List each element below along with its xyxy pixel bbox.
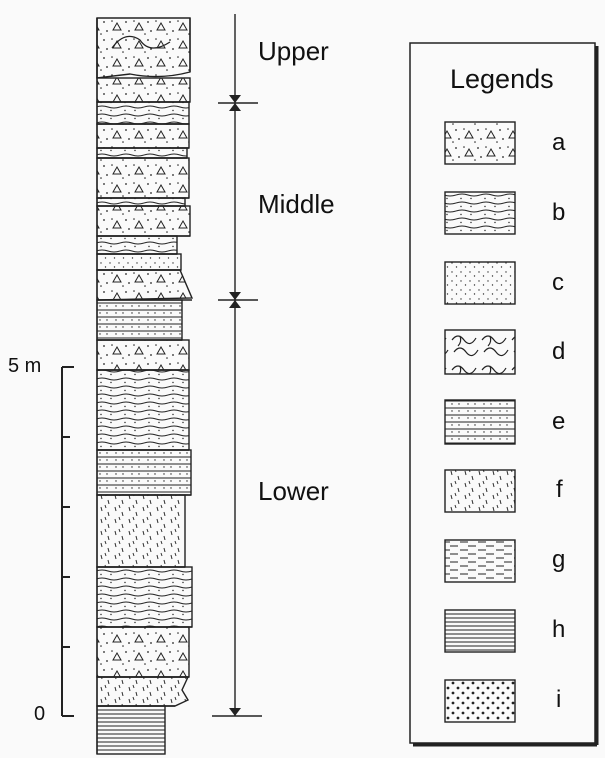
stratigraphic-column — [96, 17, 194, 755]
legend-swatch-g — [444, 539, 516, 583]
legend-key-a: a — [552, 129, 566, 156]
bed-lower-5 — [96, 494, 186, 568]
bed-lower-7 — [96, 626, 190, 678]
unit-arrowheads — [229, 95, 241, 716]
bed-top-breccia — [96, 17, 191, 79]
bed-middle-1 — [96, 101, 190, 125]
legend-key-c: c — [552, 269, 564, 296]
legend-key-g: g — [552, 546, 566, 573]
bed-middle-3 — [96, 147, 188, 159]
bed-upper-2 — [96, 77, 191, 103]
bed-middle-9 — [96, 269, 194, 301]
legend-swatches — [444, 121, 516, 723]
bed-middle-6 — [96, 205, 191, 237]
legend-swatch-a — [444, 121, 516, 165]
unit-label-middle: Middle — [258, 189, 335, 219]
bed-lower-1 — [96, 299, 183, 341]
legend-swatch-c — [444, 261, 516, 305]
legend-swatch-f — [444, 469, 516, 513]
arrow-middle-down — [229, 292, 241, 300]
legend-swatch-i — [444, 679, 516, 723]
bed-lower-2 — [96, 339, 190, 371]
arrow-middle-up — [229, 103, 241, 111]
legend-key-i: i — [556, 686, 562, 713]
bed-middle-4 — [96, 157, 190, 199]
legend-box — [409, 42, 599, 747]
scale-label-0: 0 — [34, 703, 46, 725]
bed-lower-8 — [96, 676, 190, 707]
legend-swatch-b — [444, 191, 516, 235]
unit-label-upper: Upper — [258, 36, 329, 66]
arrow-lower-up — [229, 300, 241, 308]
bed-middle-2 — [96, 123, 190, 149]
legend-key-e: e — [552, 408, 566, 435]
bed-middle-8 — [96, 253, 182, 271]
unit-label-lower: Lower — [258, 476, 329, 506]
bed-lower-3 — [96, 369, 190, 451]
unit-extent-line — [212, 14, 262, 717]
legend-key-f: f — [556, 476, 563, 503]
bed-middle-5 — [96, 197, 186, 207]
bed-lower-6 — [96, 566, 193, 628]
legend-key-b: b — [552, 199, 566, 226]
legend-swatch-e — [444, 399, 516, 445]
scale-label-5m: 5 m — [8, 355, 42, 377]
arrow-upper-down — [229, 95, 241, 103]
legend-swatch-h — [444, 609, 516, 653]
bed-base — [96, 705, 166, 755]
scale-bar — [61, 366, 74, 717]
bed-middle-7 — [96, 235, 178, 255]
legend-swatch-d — [444, 329, 516, 375]
legend-key-d: d — [552, 338, 566, 365]
legend-title: Legends — [450, 64, 554, 94]
legend-key-h: h — [552, 616, 566, 643]
arrow-lower-down — [229, 708, 241, 716]
bed-lower-4 — [96, 449, 192, 496]
